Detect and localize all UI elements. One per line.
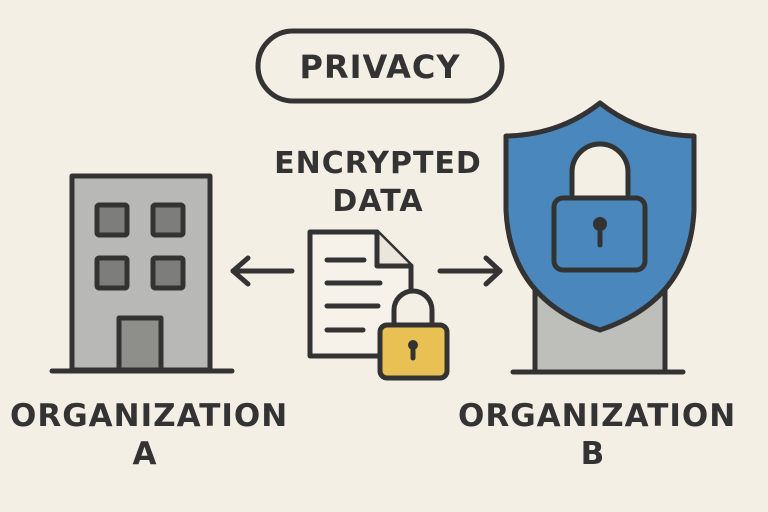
- shield-icon: [503, 100, 697, 375]
- building-icon: [49, 173, 235, 374]
- privacy-badge-label: PRIVACY: [299, 48, 461, 86]
- encrypted-data-label-line2: DATA: [332, 184, 424, 219]
- organization-b-label-line2: B: [580, 436, 606, 472]
- privacy-badge: [255, 28, 505, 104]
- organization-b-label-line1: ORGANIZATION: [458, 398, 737, 434]
- padlock-icon: [377, 288, 450, 381]
- arrow-left-icon: [230, 255, 295, 287]
- organization-a-label-line1: ORGANIZATION: [10, 398, 289, 434]
- arrow-right-icon: [437, 255, 503, 287]
- encrypted-data-label-line1: ENCRYPTED: [274, 146, 482, 181]
- organization-a-label-line2: A: [132, 436, 158, 472]
